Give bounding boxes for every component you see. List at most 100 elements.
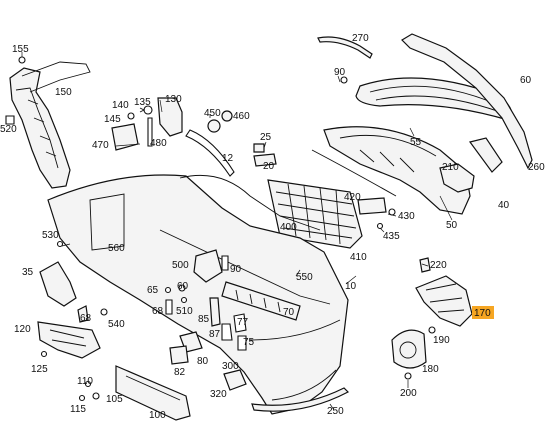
callout-420[interactable]: 420: [344, 192, 361, 203]
callout-210[interactable]: 210: [442, 162, 459, 173]
callout-270[interactable]: 270: [352, 33, 369, 44]
bracket-500: [193, 249, 223, 283]
callout-55[interactable]: 55: [410, 137, 422, 148]
clip-110: [84, 380, 92, 388]
callout-470[interactable]: 470: [92, 140, 109, 151]
bracket-210: [439, 163, 475, 193]
callout-150[interactable]: 150: [55, 87, 72, 98]
clip-520: [5, 115, 15, 125]
clip-77: [233, 313, 247, 333]
callout-105[interactable]: 105: [106, 394, 123, 405]
sensor-460: [221, 110, 233, 122]
callout-170[interactable]: 170: [474, 308, 491, 319]
callout-145[interactable]: 145: [104, 114, 121, 125]
callout-110[interactable]: 110: [77, 376, 93, 387]
callout-90a[interactable]: 90: [334, 67, 346, 78]
strip-250: [251, 387, 350, 412]
end-40: [468, 137, 503, 173]
callout-120[interactable]: 120: [14, 324, 31, 335]
callout-82[interactable]: 82: [174, 367, 186, 378]
diffuser-210: [323, 126, 471, 215]
callout-77[interactable]: 77: [237, 317, 249, 328]
callout-510[interactable]: 510: [176, 306, 193, 317]
callout-550[interactable]: 550: [296, 272, 313, 283]
clip-60b: [178, 284, 186, 292]
bracket-120: [37, 321, 101, 359]
callout-450[interactable]: 450: [204, 108, 221, 119]
clip-25: [253, 143, 265, 153]
callout-460[interactable]: 460: [233, 111, 250, 122]
callout-190[interactable]: 190: [433, 335, 450, 346]
callout-130[interactable]: 130: [165, 94, 182, 105]
rail-70: [221, 281, 301, 321]
callout-115[interactable]: 115: [70, 404, 86, 415]
callout-70[interactable]: 70: [283, 307, 295, 318]
callout-530[interactable]: 530: [42, 230, 59, 241]
trim-wire: [311, 149, 397, 197]
callout-75[interactable]: 75: [243, 337, 255, 348]
clip-430: [388, 208, 396, 216]
callout-540[interactable]: 540: [108, 319, 125, 330]
callout-100[interactable]: 100: [149, 410, 166, 421]
callout-250[interactable]: 250: [327, 406, 344, 417]
callout-410[interactable]: 410: [350, 252, 367, 263]
leader-lines: [61, 75, 474, 411]
highlight-170: [472, 306, 494, 319]
housing-180: [391, 329, 427, 369]
cover-470: [111, 123, 139, 151]
callout-200[interactable]: 200: [400, 388, 417, 399]
callout-40[interactable]: 40: [498, 200, 510, 211]
reflector-strip: [185, 129, 235, 177]
bracket-85: [209, 297, 221, 327]
callout-220[interactable]: 220: [430, 260, 447, 271]
callout-125[interactable]: 125: [31, 364, 48, 375]
mount-parts-130: [127, 97, 183, 147]
callout-35[interactable]: 35: [22, 267, 34, 278]
callout-80[interactable]: 80: [197, 356, 209, 367]
clip-65: [164, 286, 172, 294]
clip-12: [253, 153, 277, 167]
clip-190: [428, 326, 436, 334]
clip-540: [100, 308, 108, 316]
callout-430[interactable]: 430: [398, 211, 415, 222]
callout-65[interactable]: 65: [147, 285, 159, 296]
clip-530: [56, 240, 64, 248]
callout-320[interactable]: 320: [210, 389, 227, 400]
callout-155[interactable]: 155: [12, 44, 29, 55]
callout-87[interactable]: 87: [209, 329, 221, 340]
clip-87: [221, 323, 233, 341]
clip-90: [340, 76, 348, 84]
callout-12[interactable]: 12: [222, 153, 234, 164]
clip-200: [404, 372, 412, 380]
callout-85[interactable]: 85: [198, 314, 210, 325]
clip-115: [78, 394, 86, 402]
callout-180[interactable]: 180: [422, 364, 439, 375]
callout-10[interactable]: 10: [345, 281, 357, 292]
callout-480[interactable]: 480: [150, 138, 167, 149]
callout-140[interactable]: 140: [112, 100, 129, 111]
callout-labels: 155 150 520 140 135 130 145 470 480 450 …: [0, 33, 545, 421]
callout-60b[interactable]: 60: [177, 281, 189, 292]
callout-520[interactable]: 520: [0, 124, 17, 135]
callout-90b[interactable]: 90: [230, 264, 242, 275]
molding-260: [401, 33, 533, 170]
callout-260[interactable]: 260: [528, 162, 545, 173]
callout-20[interactable]: 20: [263, 161, 275, 172]
clip-68: [77, 305, 89, 323]
clip-435: [376, 222, 384, 230]
callout-25[interactable]: 25: [260, 132, 272, 143]
callout-68a[interactable]: 68: [80, 313, 92, 324]
callout-50[interactable]: 50: [446, 220, 458, 231]
callout-400[interactable]: 400: [280, 222, 297, 233]
callout-68b[interactable]: 68: [152, 306, 164, 317]
callout-560[interactable]: 560: [108, 243, 125, 254]
callout-135[interactable]: 135: [134, 97, 151, 108]
callout-300[interactable]: 300: [222, 361, 239, 372]
clip-90b: [221, 255, 229, 271]
bracket-420: [357, 197, 387, 215]
clip-300: [223, 369, 247, 391]
callout-435[interactable]: 435: [383, 231, 400, 242]
callout-60[interactable]: 60: [520, 75, 532, 86]
callout-500[interactable]: 500: [172, 260, 189, 271]
